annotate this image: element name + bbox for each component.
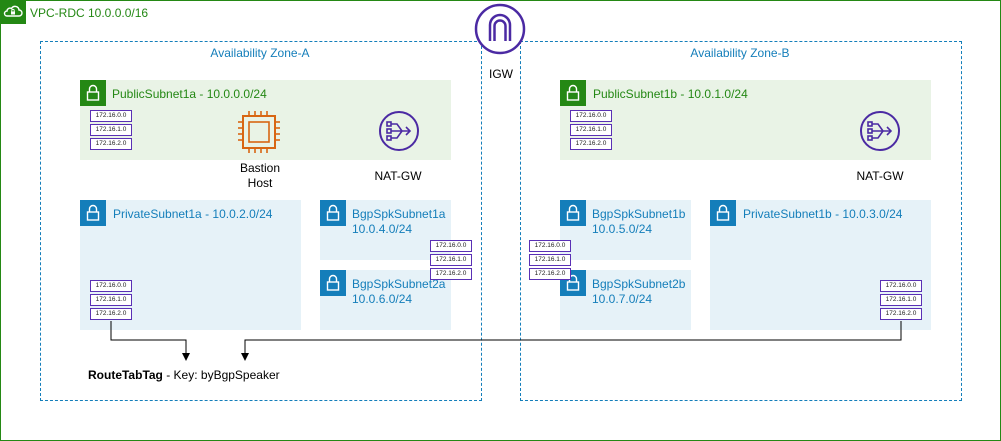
lock-icon (80, 80, 106, 106)
route-table-private-1b: 172.16.0.0 172.16.1.0 172.16.2.0 (880, 280, 922, 322)
igw-label: IGW (489, 67, 513, 81)
availability-zone-b-label: Availability Zone-B (690, 46, 790, 60)
bgp-speaker-subnet-1b-label: BgpSpkSubnet1b 10.0.5.0/24 (592, 207, 685, 237)
route-entry: 172.16.0.0 (430, 240, 472, 252)
route-entry: 172.16.0.0 (529, 240, 571, 252)
lock-icon (710, 200, 736, 226)
route-entry: 172.16.1.0 (880, 294, 922, 306)
nat-gateway-a-label: NAT-GW (374, 169, 422, 183)
ec2-instance-icon (234, 108, 284, 156)
route-entry: 172.16.2.0 (880, 308, 922, 320)
bgp-speaker-subnet-1b-cidr: 10.0.5.0/24 (592, 222, 653, 236)
availability-zone-a-label: Availability Zone-A (210, 46, 310, 60)
private-subnet-1b-label: PrivateSubnet1b - 10.0.3.0/24 (743, 207, 903, 221)
internet-gateway-icon (474, 3, 526, 55)
public-subnet-1a-label: PublicSubnet1a - 10.0.0.0/24 (112, 87, 267, 101)
route-tab-tag-value: - Key: byBgpSpeaker (162, 368, 280, 382)
bgp-speaker-subnet-2b-cidr: 10.0.7.0/24 (592, 292, 653, 306)
connector-private-1a (110, 321, 190, 361)
nat-gateway-a-icon (378, 110, 420, 152)
route-table-public-1b: 172.16.0.0 172.16.1.0 172.16.2.0 (570, 110, 612, 152)
vpc-label: VPC-RDC 10.0.0.0/16 (30, 6, 149, 20)
lock-icon (560, 80, 586, 106)
route-entry: 172.16.1.0 (430, 254, 472, 266)
bgp-speaker-subnet-2b-name: BgpSpkSubnet2b (592, 277, 686, 291)
route-entry: 172.16.2.0 (90, 138, 132, 150)
route-entry: 172.16.1.0 (90, 294, 132, 306)
availability-zone-b (520, 41, 962, 401)
route-table-private-1a: 172.16.0.0 172.16.1.0 172.16.2.0 (90, 280, 132, 322)
private-subnet-1a-label: PrivateSubnet1a - 10.0.2.0/24 (113, 207, 273, 221)
lock-icon (80, 200, 106, 226)
route-tab-tag-label: RouteTabTag - Key: byBgpSpeaker (88, 368, 280, 382)
nat-gateway-b-icon (859, 110, 901, 152)
bastion-host-label-line2: Host (247, 176, 273, 190)
route-entry: 172.16.2.0 (570, 138, 612, 150)
route-entry: 172.16.0.0 (570, 110, 612, 122)
route-table-bgp-a: 172.16.0.0 172.16.1.0 172.16.2.0 (430, 240, 472, 282)
bgp-speaker-subnet-1a-cidr: 10.0.4.0/24 (352, 222, 413, 236)
route-entry: 172.16.2.0 (430, 268, 472, 280)
bgp-speaker-subnet-1b-name: BgpSpkSubnet1b (592, 207, 686, 221)
route-table-public-1a: 172.16.0.0 172.16.1.0 172.16.2.0 (90, 110, 132, 152)
bastion-host-label-line1: Bastion (239, 161, 281, 175)
route-entry: 172.16.1.0 (529, 254, 571, 266)
bgp-speaker-subnet-2a-label: BgpSpkSubnet2a 10.0.6.0/24 (352, 277, 445, 307)
route-entry: 172.16.1.0 (90, 124, 132, 136)
bgp-speaker-subnet-1a-label: BgpSpkSubnet1a 10.0.4.0/24 (352, 207, 445, 237)
vpc-cloud-icon (0, 0, 26, 24)
nat-gateway-b-label: NAT-GW (856, 169, 904, 183)
bastion-host-label: Bastion Host (222, 161, 298, 191)
route-entry: 172.16.0.0 (90, 110, 132, 122)
route-entry: 172.16.0.0 (90, 280, 132, 292)
route-entry: 172.16.2.0 (90, 308, 132, 320)
route-entry: 172.16.1.0 (570, 124, 612, 136)
lock-icon (560, 200, 586, 226)
bgp-speaker-subnet-2a-cidr: 10.0.6.0/24 (352, 292, 413, 306)
route-tab-tag-key: RouteTabTag (88, 368, 163, 382)
connector-private-1b (241, 321, 902, 361)
bgp-speaker-subnet-1a-name: BgpSpkSubnet1a (352, 207, 446, 221)
bgp-speaker-subnet-2a-name: BgpSpkSubnet2a (352, 277, 446, 291)
bgp-speaker-subnet-2b-label: BgpSpkSubnet2b 10.0.7.0/24 (592, 277, 685, 307)
route-entry: 172.16.0.0 (880, 280, 922, 292)
route-entry: 172.16.2.0 (529, 268, 571, 280)
availability-zone-a (40, 41, 482, 401)
public-subnet-1b-label: PublicSubnet1b - 10.0.1.0/24 (593, 87, 748, 101)
lock-icon (320, 200, 346, 226)
lock-icon (320, 270, 346, 296)
route-table-bgp-b: 172.16.0.0 172.16.1.0 172.16.2.0 (529, 240, 571, 282)
